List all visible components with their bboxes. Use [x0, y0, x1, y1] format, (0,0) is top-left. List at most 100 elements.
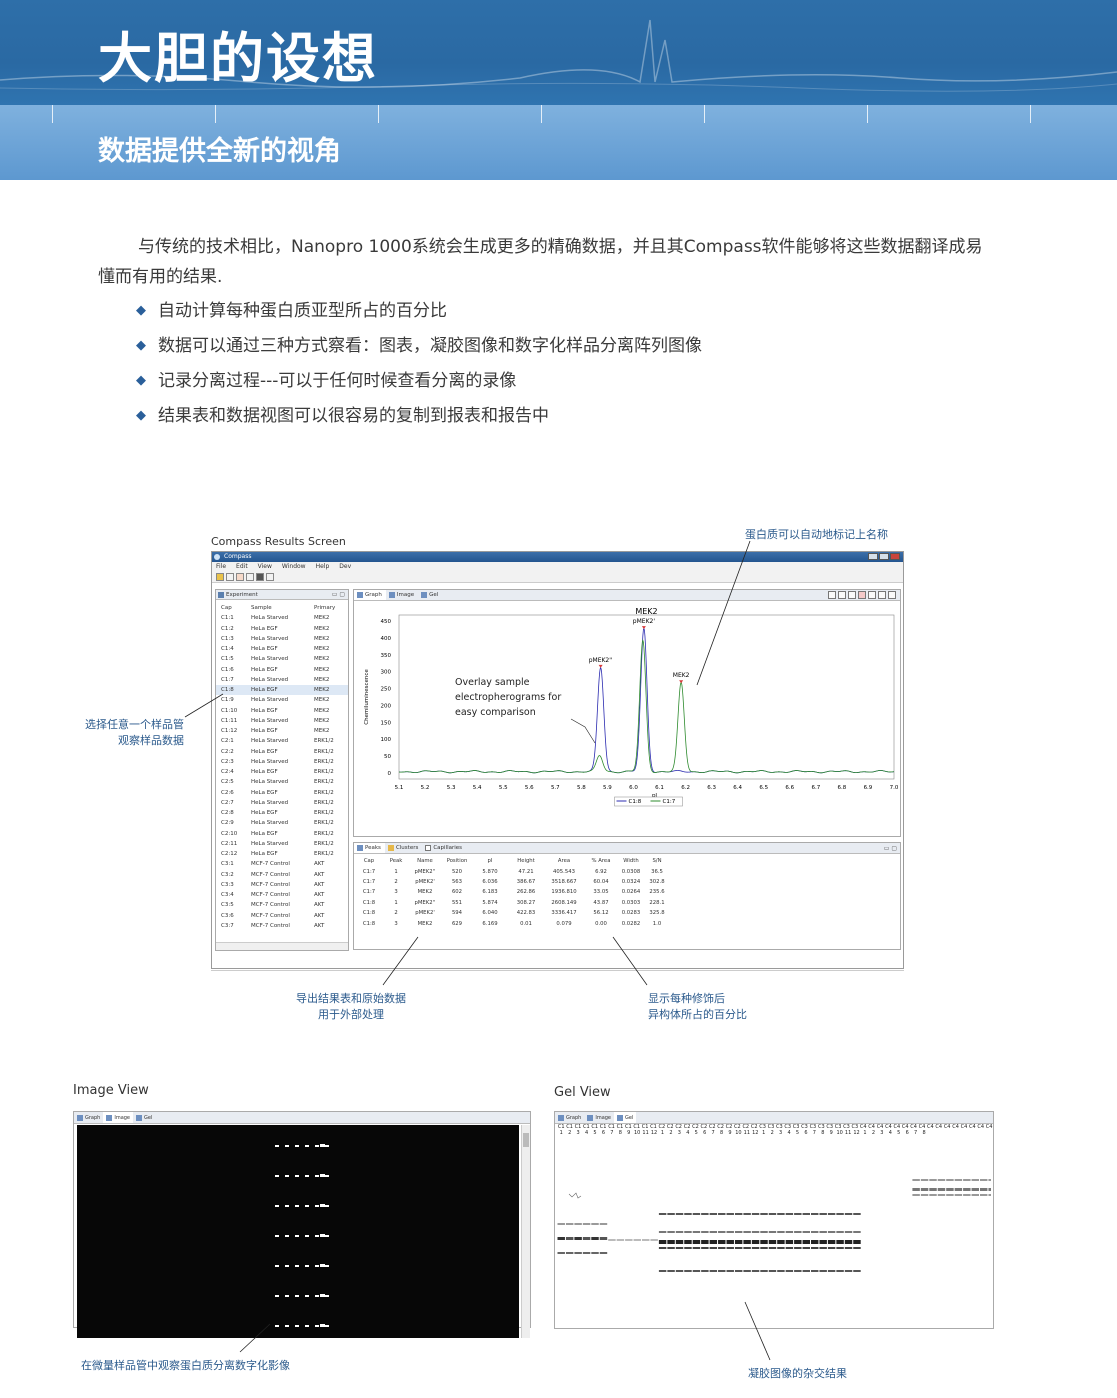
maximize-icon[interactable]	[879, 553, 889, 560]
tab-experiment[interactable]: Experiment ▭ ▢	[216, 590, 348, 600]
close-icon[interactable]	[890, 553, 900, 560]
peaks-header-cell: Width	[623, 858, 639, 865]
grid-icon[interactable]	[266, 573, 274, 581]
menu-lines-icon[interactable]	[878, 591, 886, 599]
graph-icon	[558, 1114, 564, 1121]
primary-cell: AKT	[314, 922, 325, 929]
panel-controls-icon[interactable]: ▭ ▢	[331, 591, 345, 598]
minimize-icon[interactable]	[868, 553, 878, 560]
capillary-group-label: C4	[952, 1124, 959, 1130]
peak-tool-icon[interactable]	[838, 591, 846, 599]
capillary-group-label: C2	[725, 1124, 733, 1130]
vertical-scrollbar[interactable]	[521, 1125, 530, 1338]
tab-graph[interactable]: Graph	[354, 590, 386, 600]
panel-menu-icon[interactable]	[888, 591, 896, 599]
tab-peaks[interactable]: Peaks	[354, 843, 385, 853]
gel-band	[988, 1194, 996, 1196]
tab-image[interactable]: Image	[103, 1112, 134, 1123]
menu-help[interactable]: Help	[315, 563, 330, 570]
peaks-cell: 3336.417	[551, 910, 577, 917]
zoom-tool-icon[interactable]	[848, 591, 856, 599]
menu-window[interactable]: Window	[281, 563, 306, 570]
tab-gel[interactable]: Gel	[418, 590, 442, 600]
image-icon	[106, 1114, 113, 1121]
run-icon[interactable]	[236, 573, 244, 581]
primary-cell: MEK2	[314, 615, 330, 622]
gel-band	[557, 1237, 565, 1240]
tab-graph[interactable]: Graph	[74, 1112, 103, 1123]
layout-icon[interactable]	[256, 573, 264, 581]
tab-graph[interactable]: Graph	[555, 1112, 584, 1123]
peaks-cell: 3518.667	[551, 878, 577, 885]
gel-band	[760, 1240, 768, 1244]
label-tool-icon[interactable]	[868, 591, 876, 599]
open-icon[interactable]	[216, 573, 224, 581]
tab-gel[interactable]: Gel	[133, 1112, 155, 1123]
marker-tool-icon[interactable]	[858, 591, 866, 599]
menu-view[interactable]: View	[257, 563, 272, 570]
menu-dev[interactable]: Dev	[339, 563, 352, 570]
capillary-signal	[275, 1325, 330, 1327]
horizontal-scrollbar[interactable]	[216, 942, 348, 950]
peaks-cell: 0.079	[556, 920, 572, 927]
gel-band	[794, 1247, 802, 1249]
list-icon[interactable]	[226, 573, 234, 581]
gel-band	[819, 1231, 827, 1233]
capillary-signal-tail	[320, 1264, 325, 1267]
capillary-group-label: C4	[918, 1124, 926, 1130]
tab-capillaries[interactable]: Capillaries	[422, 843, 466, 853]
text-tool-icon[interactable]	[828, 591, 836, 599]
tab-clusters[interactable]: Clusters	[385, 843, 422, 853]
table-icon[interactable]	[246, 573, 254, 581]
gel-band	[718, 1240, 726, 1244]
x-tick-label: 5.4	[473, 785, 482, 791]
primary-cell: ERK1/2	[314, 758, 334, 765]
primary-cell: AKT	[314, 892, 325, 898]
cap-cell: C2:2	[221, 748, 234, 755]
menu-edit[interactable]: Edit	[236, 563, 248, 570]
gel-band	[929, 1179, 937, 1181]
tab-image[interactable]: Image	[386, 590, 418, 600]
panel-controls-icon[interactable]: ▭ ▢	[883, 845, 897, 852]
menu-file[interactable]: File	[216, 563, 227, 570]
tab-gel[interactable]: Gel	[614, 1112, 637, 1123]
tab-image[interactable]: Image	[584, 1112, 614, 1123]
